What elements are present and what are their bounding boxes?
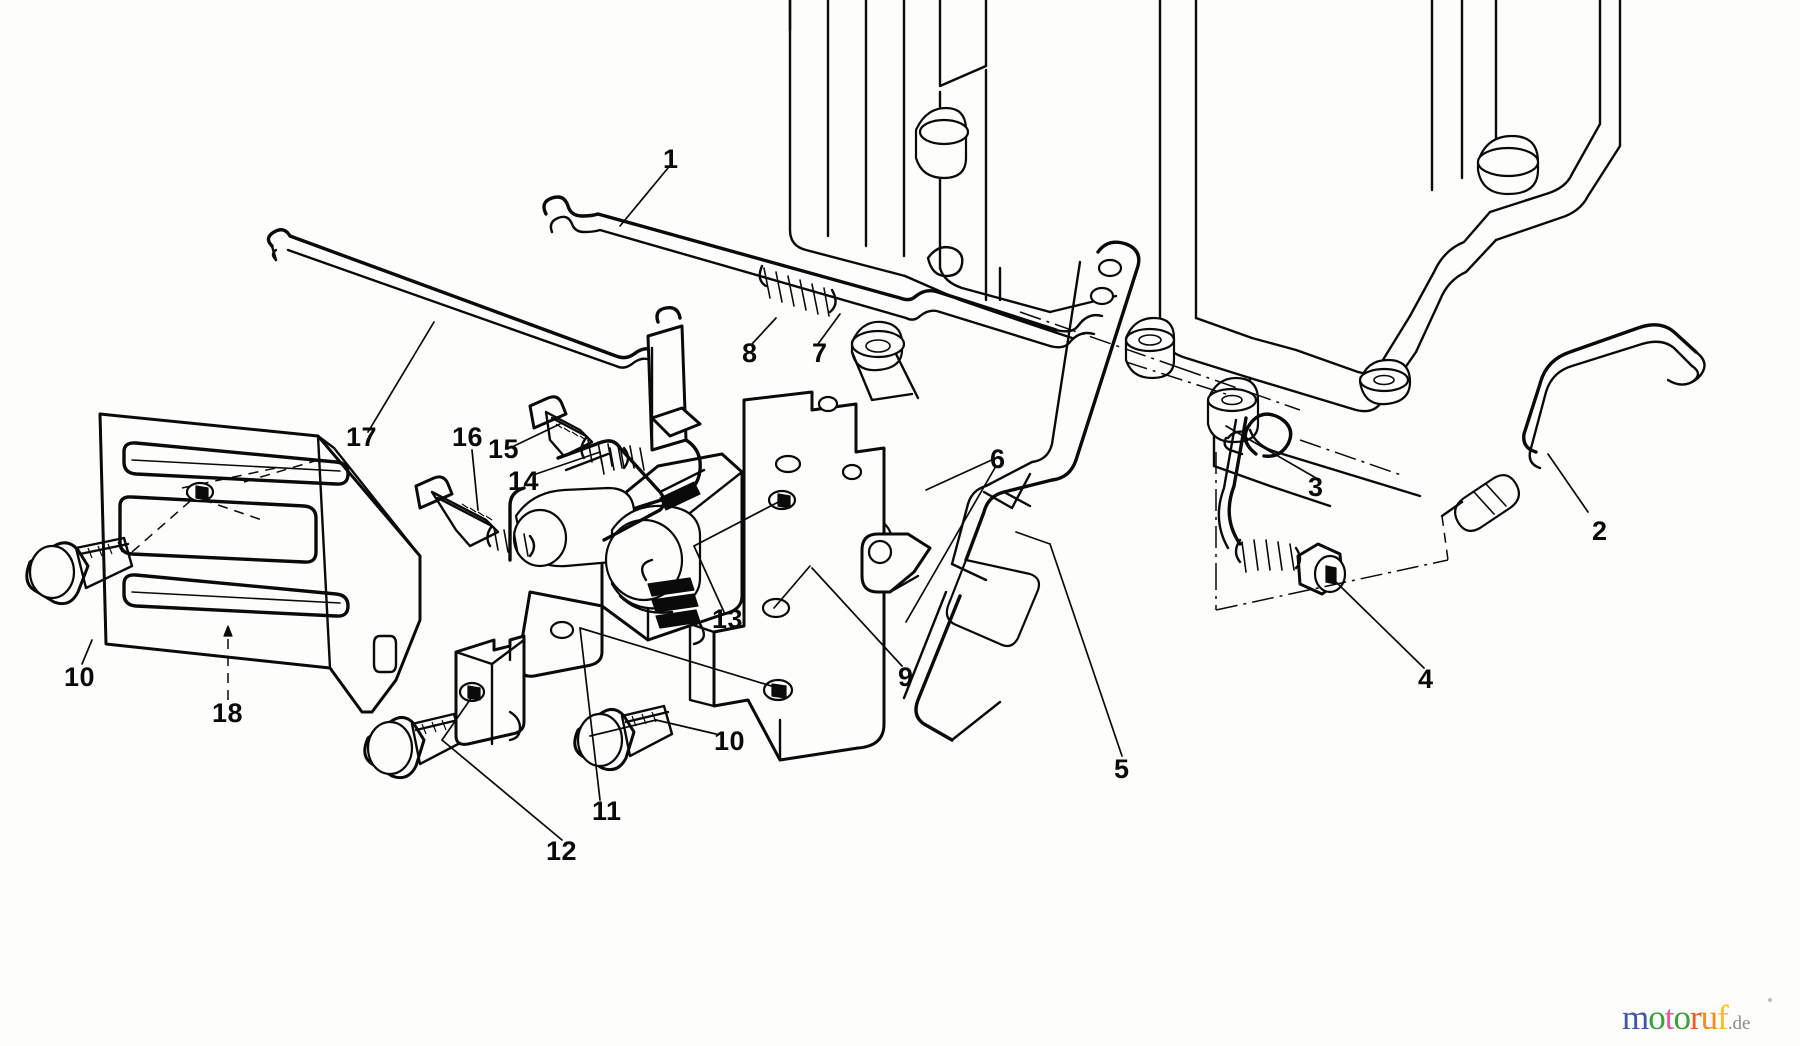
part-10-bolt-left: [25, 495, 197, 606]
callout-13: 13: [712, 604, 744, 634]
callout-2: 2: [1592, 516, 1608, 546]
logo-letter-u: u: [1700, 998, 1718, 1037]
callout-6: 6: [990, 444, 1006, 474]
logo-letter-t: t: [1664, 998, 1675, 1037]
logo-letter-m: m: [1622, 998, 1649, 1037]
callout-1: 1: [663, 144, 679, 174]
spring-near-nut: [1217, 416, 1302, 573]
callout-11: 11: [592, 796, 622, 826]
deck-plate-right: [903, 0, 1622, 508]
deck-phantom-lines: [1019, 311, 1405, 610]
part-7-pivot-bracket: [850, 320, 920, 402]
callout-18: 18: [212, 698, 244, 728]
callout-14: 14: [508, 466, 540, 496]
callout-10-center: 10: [714, 726, 746, 756]
callout-15: 15: [488, 434, 520, 464]
part-15-screw-upper: [528, 395, 594, 458]
linkage-arm-right: [860, 532, 932, 594]
part-18-bracket-plate: [98, 412, 422, 714]
motoruf-watermark-logo: motoruf.de: [1622, 998, 1772, 1037]
part-12-bolt-lower: [363, 712, 464, 780]
callout-3: 3: [1308, 472, 1324, 502]
part-11-small-bracket: [454, 634, 526, 746]
callout-9: 9: [898, 662, 914, 692]
callout-7: 7: [812, 338, 828, 368]
leader-lines: [81, 167, 1589, 841]
part-10-bolt-center: [573, 704, 674, 772]
logo-letter-o1: o: [1648, 998, 1665, 1037]
part-16-screw-lower: [414, 475, 536, 558]
callout-12: 12: [546, 836, 578, 866]
logo-letter-f: f: [1717, 998, 1729, 1037]
callout-5: 5: [1114, 754, 1130, 784]
part-8-spring-on-rod: [758, 264, 837, 317]
latch-housing-assembly: [508, 306, 744, 678]
callout-8: 8: [742, 338, 758, 368]
callout-17: 17: [346, 422, 378, 452]
part-1-control-rod: [542, 195, 1104, 349]
callout-16: 16: [452, 422, 484, 452]
part-14-spring-upper: [580, 436, 630, 470]
part-4-hex-nut: [1296, 542, 1347, 596]
logo-dot-accent: [1768, 998, 1772, 1002]
logo-letter-o2: o: [1673, 998, 1690, 1037]
callout-10-left: 10: [64, 662, 96, 692]
part-13-coil-spring: [640, 558, 706, 646]
part-17-wire-rod: [266, 228, 670, 370]
logo-tld: .de: [1727, 1013, 1751, 1034]
logo-letter-r: r: [1689, 998, 1702, 1037]
part-2-handle-rod: [1215, 323, 1706, 611]
engine-housing-outline: [788, 0, 1052, 314]
callout-4: 4: [1418, 664, 1434, 694]
